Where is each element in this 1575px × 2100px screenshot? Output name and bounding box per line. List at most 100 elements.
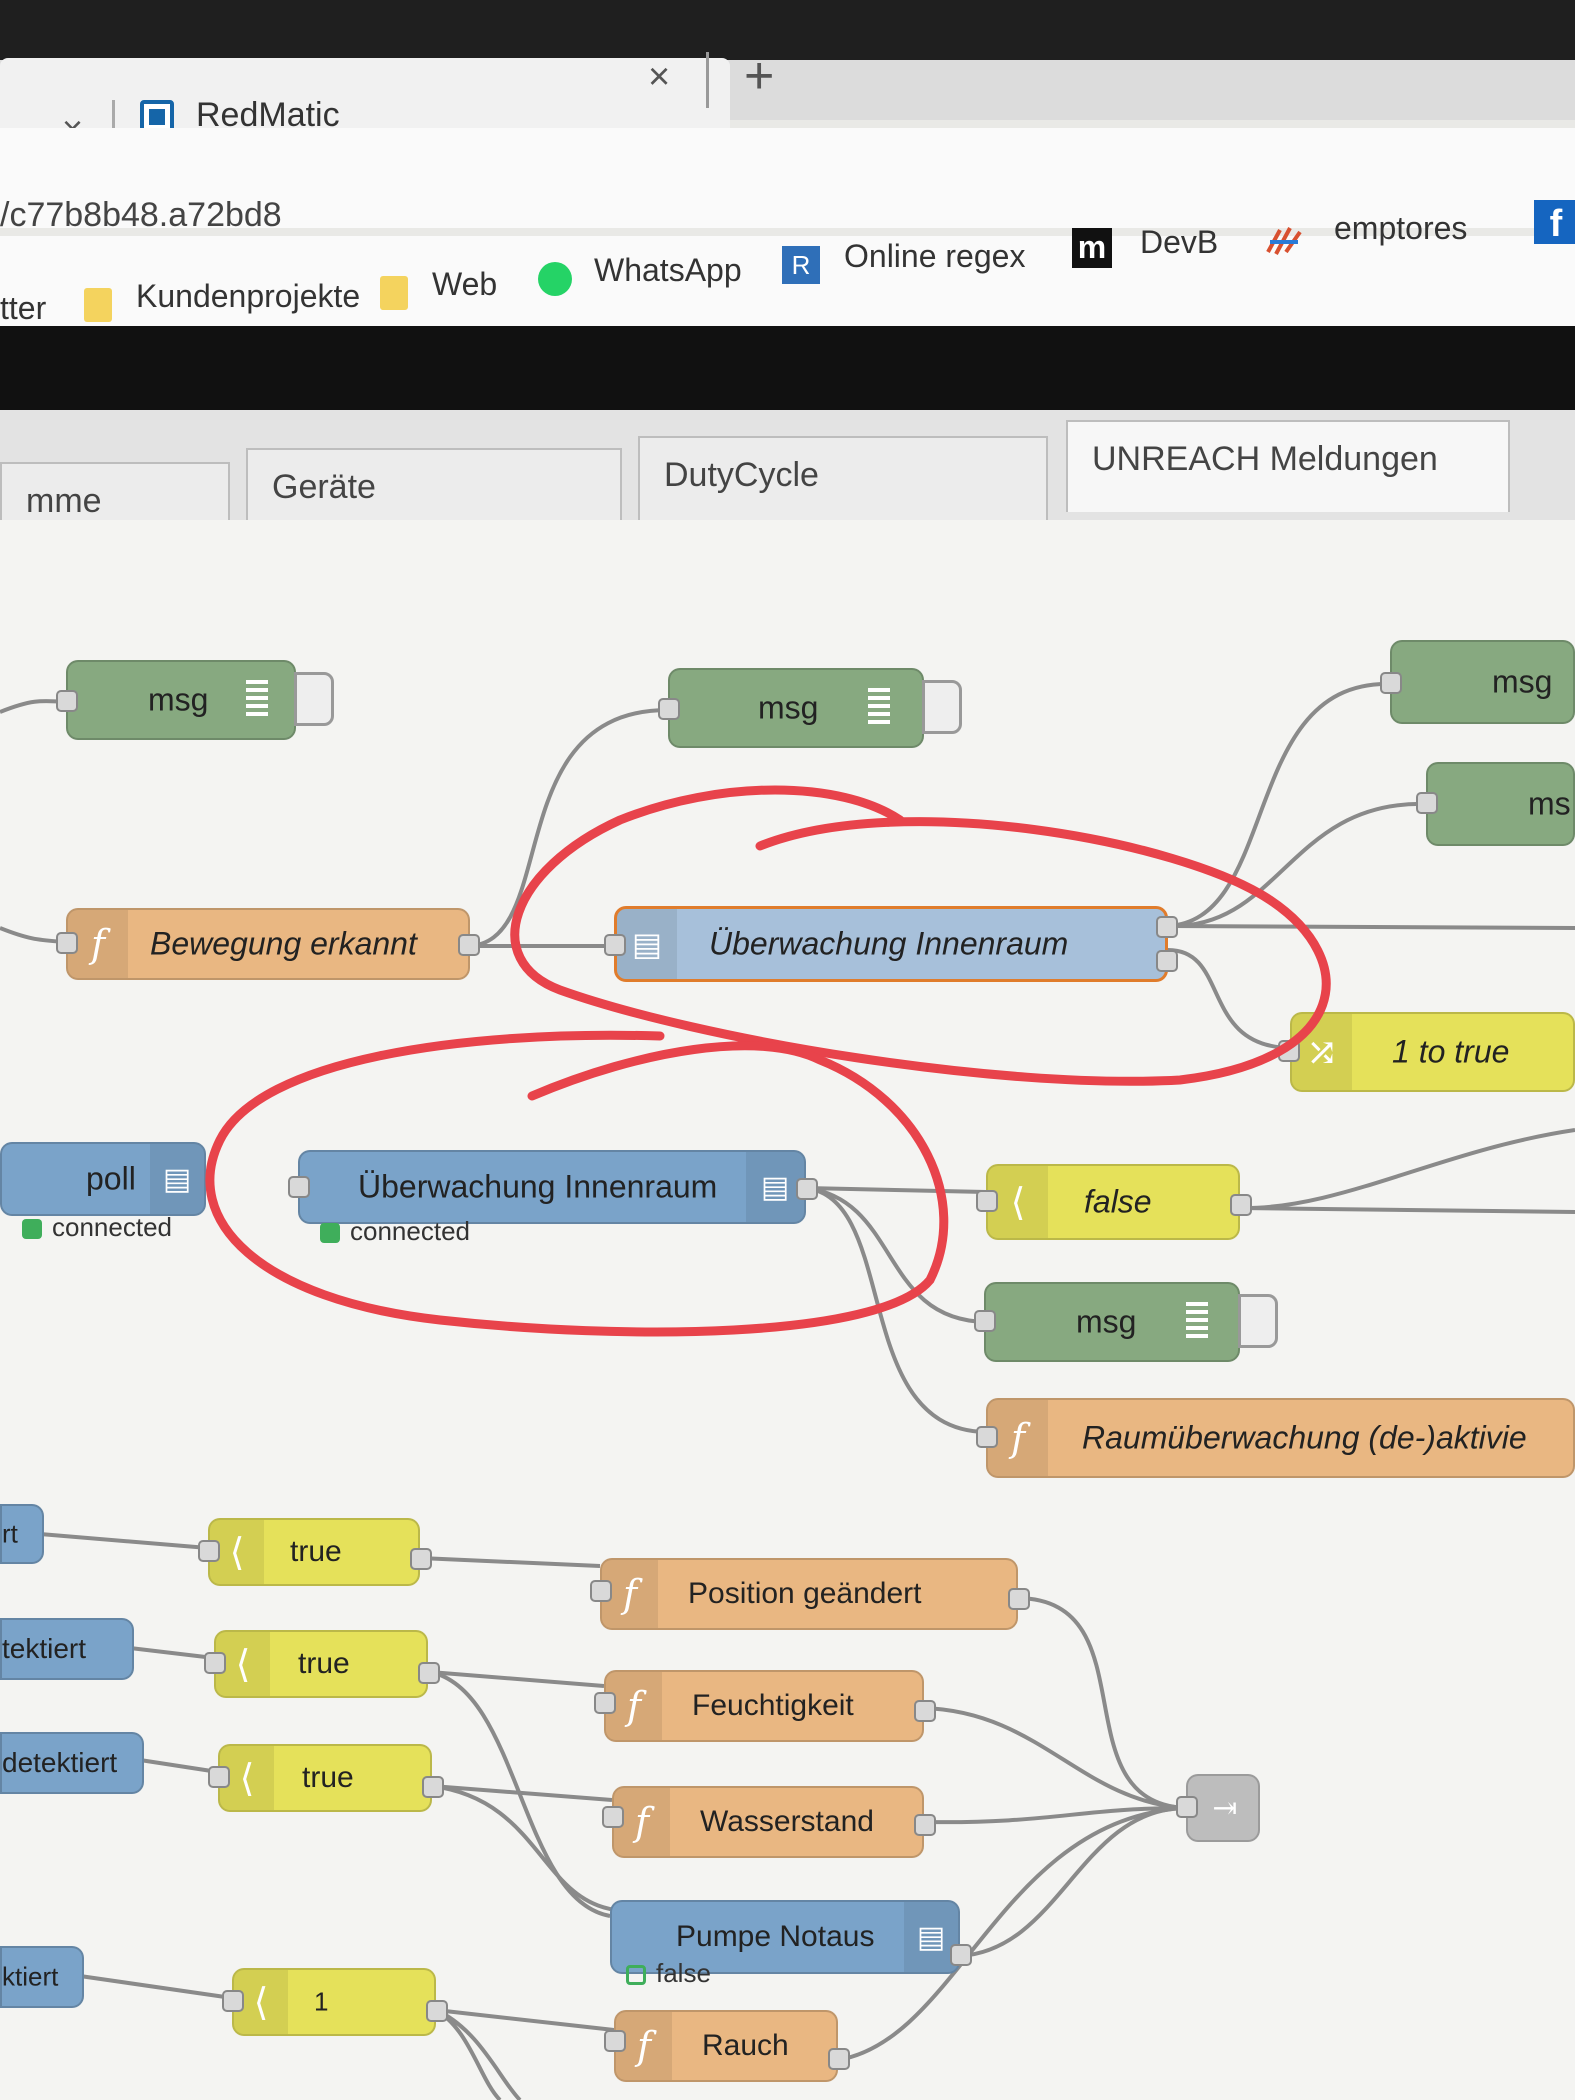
- output-port[interactable]: [1008, 1588, 1030, 1610]
- debug-node[interactable]: msg: [984, 1282, 1240, 1362]
- output-port[interactable]: [914, 1814, 936, 1836]
- ccu-node-pumpe-notaus[interactable]: Pumpe Notaus ▤: [610, 1900, 960, 1974]
- input-port[interactable]: [976, 1426, 998, 1448]
- status-dot-icon: [320, 1223, 340, 1243]
- switch-icon: ⟨: [988, 1166, 1048, 1238]
- function-node-position[interactable]: f Position geändert: [600, 1558, 1018, 1630]
- ccu-icon: ▤: [150, 1144, 204, 1214]
- ccu-node-ueberwachung-top[interactable]: ▤ Überwachung Innenraum: [614, 906, 1168, 982]
- status-text: false: [656, 1958, 711, 1988]
- switch-node-true[interactable]: ⟨ true: [214, 1630, 428, 1698]
- bookmark-web[interactable]: Web: [432, 266, 498, 302]
- input-port[interactable]: [974, 1310, 996, 1332]
- output-port[interactable]: [1156, 950, 1178, 972]
- input-port[interactable]: [604, 934, 626, 956]
- output-port[interactable]: [458, 934, 480, 956]
- input-port[interactable]: [56, 690, 78, 712]
- ccu-node-ueberwachung-mid[interactable]: Überwachung Innenraum ▤: [298, 1150, 806, 1224]
- output-port[interactable]: [1156, 916, 1178, 938]
- output-port[interactable]: [796, 1178, 818, 1200]
- node-label: poll: [86, 1160, 136, 1197]
- output-port[interactable]: [422, 1776, 444, 1798]
- url-text[interactable]: /c77b8b48.a72bd8: [0, 196, 282, 234]
- function-icon: f: [988, 1400, 1048, 1476]
- function-node-feuchtigkeit[interactable]: f Feuchtigkeit: [604, 1670, 924, 1742]
- output-port[interactable]: [950, 1944, 972, 1966]
- ccu-node-partial[interactable]: ktiert: [0, 1946, 84, 2008]
- input-port[interactable]: [1380, 672, 1402, 694]
- bookmark-whatsapp[interactable]: WhatsApp: [594, 252, 742, 288]
- input-port[interactable]: [288, 1176, 310, 1198]
- bookmark-devb[interactable]: DevB: [1140, 224, 1219, 260]
- whatsapp-icon: [538, 262, 572, 296]
- folder-icon: [380, 276, 408, 310]
- switch-node-true[interactable]: ⟨ true: [218, 1744, 432, 1812]
- input-port[interactable]: [56, 932, 78, 954]
- output-port[interactable]: [426, 2000, 448, 2022]
- ccu-icon: ▤: [617, 909, 677, 979]
- function-node-bewegung[interactable]: f Bewegung erkannt: [66, 908, 470, 980]
- output-port[interactable]: [828, 2048, 850, 2070]
- switch-node-false[interactable]: ⟨ false: [986, 1164, 1240, 1240]
- function-node-raumueberwachung[interactable]: f Raumüberwachung (de-)aktivie: [986, 1398, 1575, 1478]
- node-label: msg: [1492, 663, 1553, 700]
- bookmark-online-regex[interactable]: Online regex: [844, 238, 1026, 274]
- output-port[interactable]: [410, 1548, 432, 1570]
- ccu-node-poll[interactable]: poll ▤: [0, 1142, 206, 1216]
- function-node-wasserstand[interactable]: f Wasserstand: [612, 1786, 924, 1858]
- tab-geraete[interactable]: Geräte: [246, 448, 622, 532]
- close-tab-icon[interactable]: ×: [648, 56, 671, 98]
- switch-node-true[interactable]: ⟨ true: [208, 1518, 420, 1586]
- node-label: Wasserstand: [700, 1805, 874, 1838]
- debug-node[interactable]: msg: [668, 668, 924, 748]
- input-port[interactable]: [1176, 1796, 1198, 1818]
- debug-toggle-button[interactable]: [294, 672, 334, 726]
- ccu-node-partial[interactable]: rt: [0, 1504, 44, 1564]
- input-port[interactable]: [976, 1190, 998, 1212]
- new-tab-button[interactable]: +: [744, 47, 775, 105]
- tab-dutycycle[interactable]: DutyCycle: [638, 436, 1048, 524]
- switch-node-1[interactable]: ⟨ 1: [232, 1968, 436, 2036]
- input-port[interactable]: [590, 1580, 612, 1602]
- node-label: Pumpe Notaus: [676, 1920, 875, 1953]
- input-port[interactable]: [1278, 1040, 1300, 1062]
- input-port[interactable]: [594, 1692, 616, 1714]
- input-port[interactable]: [208, 1766, 230, 1788]
- browser-tab[interactable]: [0, 58, 730, 128]
- node-status: connected: [320, 1216, 470, 1247]
- input-port[interactable]: [1416, 792, 1438, 814]
- output-port[interactable]: [1230, 1194, 1252, 1216]
- facebook-icon[interactable]: f: [1534, 200, 1575, 245]
- input-port[interactable]: [204, 1652, 226, 1674]
- tab-unreach-meldungen[interactable]: UNREACH Meldungen: [1066, 420, 1510, 512]
- node-status: connected: [22, 1212, 172, 1243]
- debug-node[interactable]: msg: [1390, 640, 1575, 724]
- debug-toggle-button[interactable]: [1238, 1294, 1278, 1348]
- bookmark-emptores[interactable]: emptores: [1334, 210, 1468, 246]
- node-label: true: [298, 1647, 350, 1680]
- input-port[interactable]: [198, 1540, 220, 1562]
- ccu-node-partial[interactable]: tektiert: [0, 1618, 134, 1680]
- address-bar[interactable]: [0, 128, 1575, 228]
- status-text: connected: [350, 1216, 470, 1246]
- debug-list-icon: [868, 688, 890, 728]
- node-label: true: [290, 1535, 342, 1568]
- debug-node[interactable]: msg: [66, 660, 296, 740]
- debug-node[interactable]: ms: [1426, 762, 1575, 846]
- change-node-1-to-true[interactable]: ⤮ 1 to true: [1290, 1012, 1575, 1092]
- bookmark-tter[interactable]: tter: [0, 290, 47, 326]
- ccu-node-partial[interactable]: detektiert: [0, 1732, 144, 1794]
- node-label: Überwachung Innenraum: [358, 1168, 718, 1205]
- output-port[interactable]: [914, 1700, 936, 1722]
- tab-label: UNREACH Meldungen: [1092, 440, 1438, 478]
- input-port[interactable]: [658, 698, 680, 720]
- status-text: connected: [52, 1212, 172, 1242]
- output-port[interactable]: [418, 1662, 440, 1684]
- bookmark-kundenprojekte[interactable]: Kundenprojekte: [136, 278, 361, 314]
- input-port[interactable]: [222, 1990, 244, 2012]
- input-port[interactable]: [604, 2030, 626, 2052]
- function-node-rauch[interactable]: f Rauch: [614, 2010, 838, 2082]
- input-port[interactable]: [602, 1806, 624, 1828]
- debug-toggle-button[interactable]: [922, 680, 962, 734]
- tab-title[interactable]: RedMatic: [196, 96, 340, 134]
